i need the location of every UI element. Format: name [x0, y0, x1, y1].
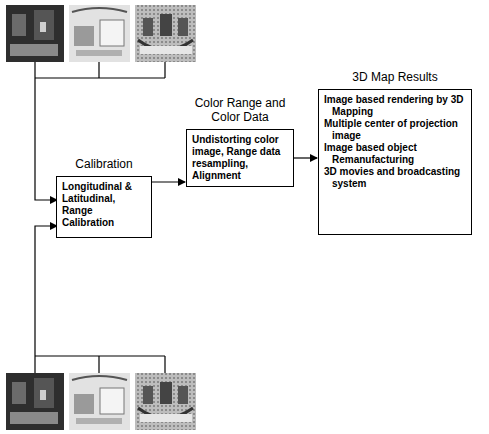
panorama-image-top [135, 5, 196, 62]
process-box: Longitudinal & Latitudinal, Range Calibr… [56, 176, 152, 238]
range-image-top [6, 5, 64, 62]
box-text: Image based rendering by 3D Mapping [324, 94, 466, 118]
color-image-bottom [69, 373, 130, 430]
panorama-image-bottom [135, 373, 196, 430]
box-text: Longitudinal & Latitudinal, Range Calibr… [62, 181, 146, 229]
input-wires-bottom [35, 226, 165, 373]
node-heading: Color Range and Color Data [186, 96, 294, 124]
process-node: 3D Map ResultsImage based rendering by 3… [318, 70, 472, 235]
flow-arrow [152, 181, 185, 182]
node-heading: 3D Map Results [318, 70, 472, 84]
range-image-bottom [6, 373, 64, 430]
flow-arrow [294, 157, 317, 158]
process-node: Color Range and Color DataUndistorting c… [186, 96, 294, 187]
node-heading: Calibration [56, 157, 152, 171]
color-image-top [69, 5, 130, 62]
process-box: Undistorting color image, Range data res… [186, 129, 294, 187]
box-text: Undistorting color image, Range data res… [192, 134, 288, 182]
box-text: 3D movies and broadcasting system [324, 166, 466, 190]
process-node: CalibrationLongitudinal & Latitudinal, R… [56, 157, 152, 238]
box-text: Multiple center of projection image [324, 118, 466, 142]
process-box: Image based rendering by 3D MappingMulti… [318, 89, 472, 235]
box-text: Image based object Remanufacturing [324, 142, 466, 166]
